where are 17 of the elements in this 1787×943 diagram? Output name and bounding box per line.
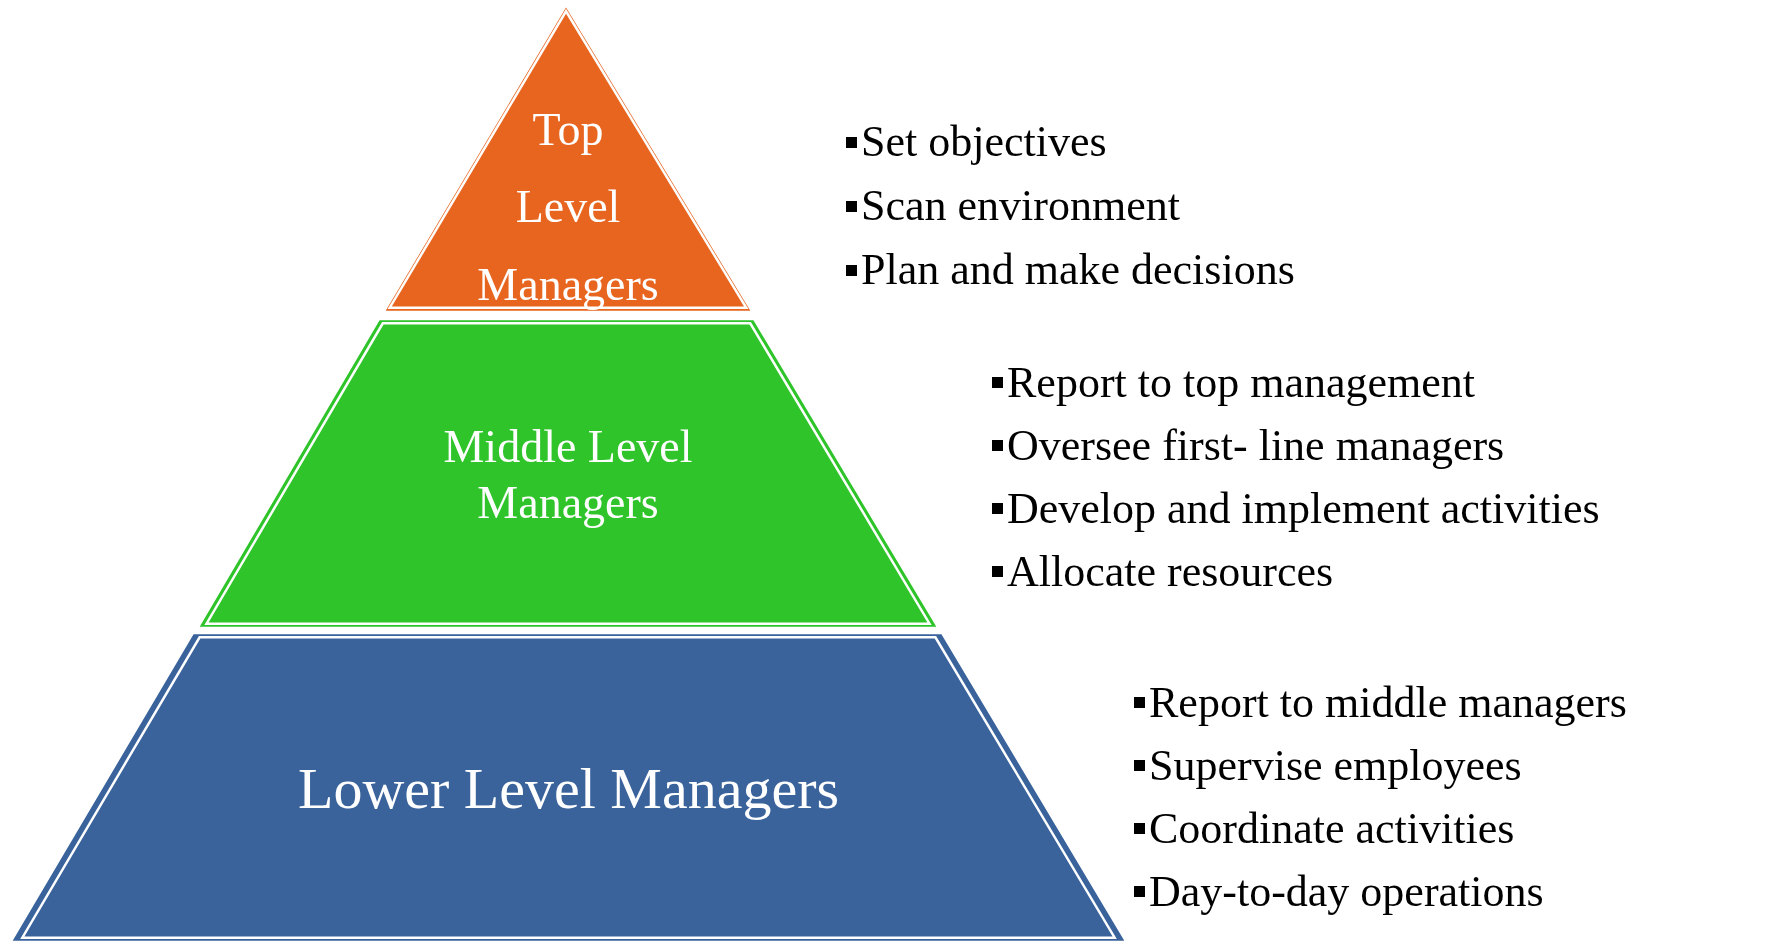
duty-text: Scan environment bbox=[861, 184, 1180, 228]
duty-text: Supervise employees bbox=[1149, 743, 1522, 788]
pyramid-tier bbox=[201, 321, 935, 626]
duty-text: Report to middle managers bbox=[1149, 680, 1627, 725]
tier-label: Middle Level Managers bbox=[442, 420, 694, 531]
tier-label: Top Level Managers bbox=[477, 103, 659, 312]
duty-text: Allocate resources bbox=[1007, 549, 1334, 594]
duty-text: Develop and implement activities bbox=[1007, 486, 1600, 531]
tier-label: Lower Level Managers bbox=[297, 757, 840, 821]
duty-text: Day-to-day operations bbox=[1149, 869, 1544, 914]
duty-text: Coordinate activities bbox=[1149, 806, 1515, 851]
pyramid-tier bbox=[387, 9, 749, 310]
duty-text: Oversee first- line managers bbox=[1007, 423, 1505, 468]
duty-text: Set objectives bbox=[861, 120, 1107, 164]
pyramid-tier bbox=[14, 635, 1123, 940]
duty-text: Plan and make decisions bbox=[861, 248, 1295, 292]
duty-text: Report to top management bbox=[1007, 360, 1475, 405]
